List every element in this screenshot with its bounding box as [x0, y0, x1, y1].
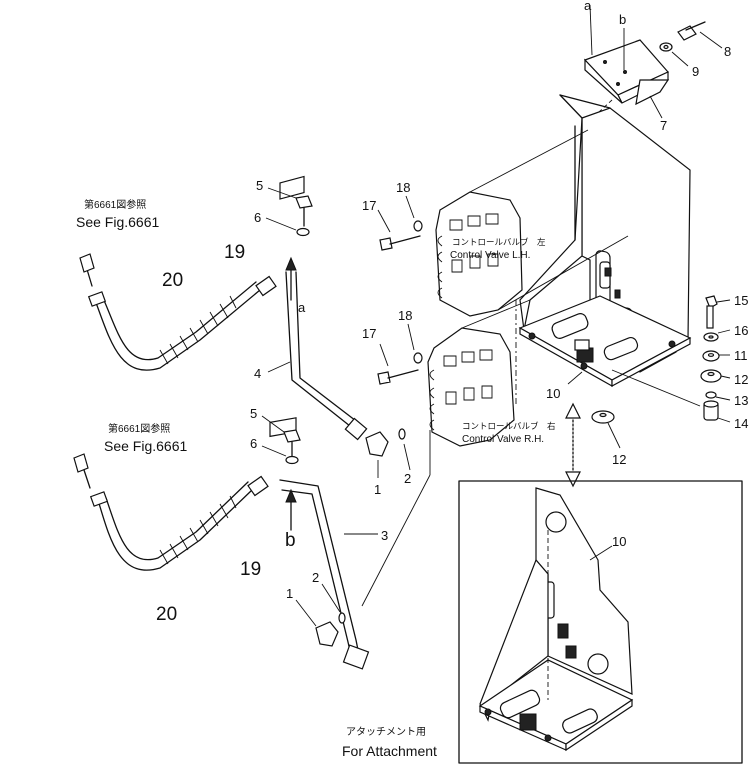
- washer-6-lower: [261, 445, 299, 465]
- callout-a-arrow: a: [298, 300, 306, 315]
- callout-a-top: a: [584, 0, 592, 13]
- callout-10-inset: 10: [612, 534, 626, 549]
- bolt-17-lower: [377, 343, 419, 385]
- callout-15: 15: [734, 293, 748, 308]
- ref-jp-lower: 第6661図参照: [108, 422, 170, 435]
- bolt-17-upper: [377, 209, 421, 251]
- bolt-5-lower: [261, 415, 301, 457]
- double-arrow: [565, 402, 581, 488]
- arrow-a: [285, 256, 297, 301]
- ref-jp-upper: 第6661図参照: [84, 198, 146, 211]
- washer-18-lower: [407, 323, 423, 364]
- callout-16: 16: [734, 323, 748, 338]
- callout-12-right: 12: [734, 372, 748, 387]
- callout-13: 13: [734, 393, 748, 408]
- callout-19-lower: 19: [240, 559, 261, 580]
- pipe-3: [269, 417, 378, 670]
- elbow-1-upper: [365, 431, 389, 478]
- callout-19-upper: 19: [224, 242, 245, 263]
- oring-2-upper: [398, 428, 411, 471]
- callout-8: 8: [724, 44, 731, 59]
- callout-18-lower: 18: [398, 308, 412, 323]
- attachment-inset: [458, 480, 743, 764]
- callout-2-upper: 2: [404, 471, 411, 486]
- callout-2-lower: 2: [312, 570, 319, 585]
- callout-1-lower: 1: [286, 586, 293, 601]
- callout-7: 7: [660, 118, 667, 133]
- callout-9: 9: [692, 64, 699, 79]
- callout-12-lower: 12: [612, 452, 626, 467]
- bolt-8: [677, 21, 723, 49]
- callout-6-upper: 6: [254, 210, 261, 225]
- callout-17-lower: 17: [362, 326, 376, 341]
- callout-20-lower: 20: [156, 604, 177, 625]
- callout-b-arrow: b: [285, 530, 296, 551]
- callout-18-upper: 18: [396, 180, 410, 195]
- control-valve-rh: [427, 299, 531, 447]
- hose-20-upper: [79, 253, 277, 371]
- pipe-4: [267, 175, 368, 441]
- arrow-b: [285, 488, 297, 531]
- ref-en-upper: See Fig.6661: [76, 214, 159, 230]
- callout-11: 11: [734, 348, 748, 363]
- callout-14: 14: [734, 416, 748, 431]
- valve-lh-jp: コントロールバルブ 左: [452, 237, 546, 248]
- callout-20-upper: 20: [162, 270, 183, 291]
- elbow-1-lower: [295, 599, 339, 647]
- attach-jp: アタッチメント用: [346, 726, 426, 738]
- oring-2-lower: [321, 583, 346, 624]
- callout-b-top: b: [619, 12, 626, 27]
- hardware-stack: [700, 295, 731, 423]
- callout-1-upper: 1: [374, 482, 381, 497]
- valve-rh-en: Control Valve R.H.: [462, 434, 544, 445]
- callout-4: 4: [254, 366, 261, 381]
- hose-20-lower: [73, 453, 269, 571]
- mount-12: [591, 410, 621, 449]
- attach-en: For Attachment: [342, 743, 437, 759]
- callout-3: 3: [381, 528, 388, 543]
- valve-rh-jp: コントロールバルブ 右: [462, 421, 556, 432]
- ref-en-lower: See Fig.6661: [104, 438, 187, 454]
- bolt-5-upper: [267, 187, 313, 227]
- control-valve-lh: [435, 129, 629, 317]
- bracket-7: [583, 4, 670, 125]
- callout-5-lower: 5: [250, 406, 257, 421]
- valve-lh-en: Control Valve L.H.: [450, 250, 530, 261]
- valve-bracket-upper: [518, 94, 701, 407]
- callout-5-upper: 5: [256, 178, 263, 193]
- callout-10-upper: 10: [546, 386, 560, 401]
- washer-6-upper: [265, 217, 310, 237]
- washer-9: [659, 42, 689, 67]
- callout-6-lower: 6: [250, 436, 257, 451]
- washer-18-upper: [405, 195, 423, 232]
- callout-17-upper: 17: [362, 198, 376, 213]
